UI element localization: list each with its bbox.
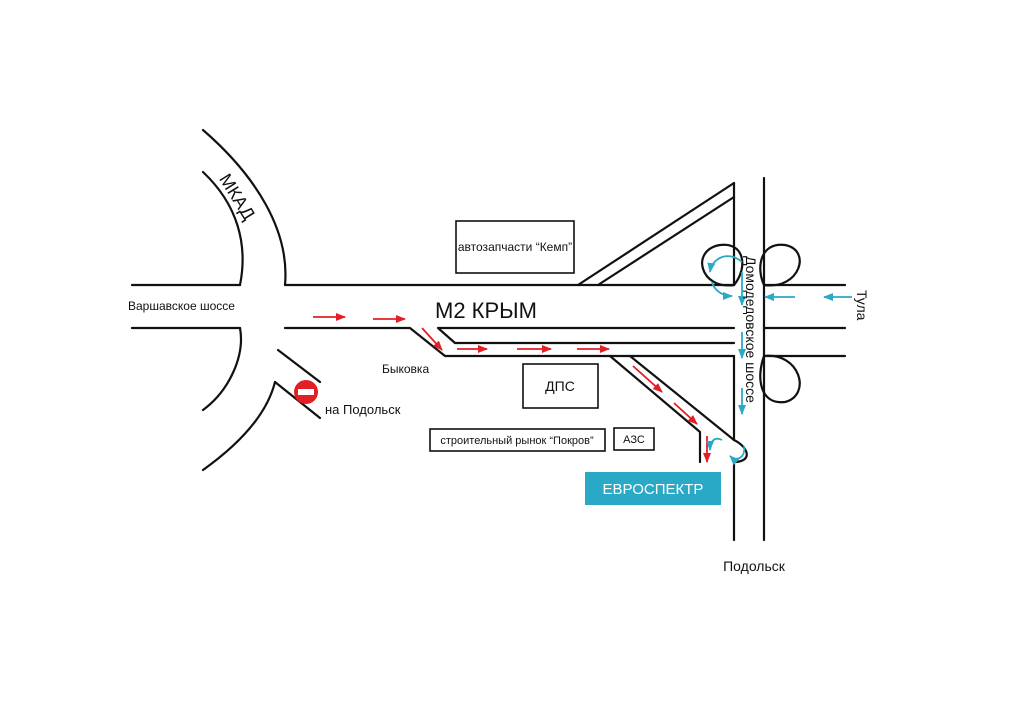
m2-label: М2 КРЫМ xyxy=(435,298,537,323)
landmark-dps: ДПС xyxy=(522,363,599,409)
route-arrow-alt xyxy=(711,281,733,300)
dps-label: ДПС xyxy=(545,378,575,394)
kemp-label: автозапчасти “Кемп” xyxy=(458,240,572,254)
pokrov-box xyxy=(429,428,606,452)
mkad-road-lower-outer xyxy=(201,380,277,472)
route-arrow xyxy=(673,402,698,425)
route-arrow xyxy=(421,327,443,351)
podolsk-exit-upper xyxy=(276,348,322,384)
route-arrow-alt xyxy=(707,255,743,273)
dps-box xyxy=(522,363,599,409)
clover-loop-lower-right xyxy=(759,354,801,404)
varshavskoe-label: Варшавское шоссе xyxy=(128,299,235,313)
azs-label: АЗС xyxy=(623,434,645,446)
azs-box xyxy=(613,427,655,451)
route-arrow xyxy=(632,365,663,393)
ramp-upper-inner xyxy=(596,195,736,287)
kemp-box xyxy=(455,220,575,274)
ramp-lower-inner xyxy=(628,354,736,442)
destination-label[interactable]: ЕВРОСПЕКТР xyxy=(603,481,704,498)
clover-loop-upper-left xyxy=(701,243,744,287)
road-network xyxy=(130,128,847,542)
landmark-azs: АЗС xyxy=(613,427,655,451)
bykovka-label: Быковка xyxy=(382,362,429,376)
mkad-label: МКАД xyxy=(215,170,259,223)
landmark-kemp: автозапчасти “Кемп” xyxy=(455,220,575,274)
landmark-pokrov: строительный рынок “Покров” xyxy=(429,428,606,452)
mkad-road-inner xyxy=(201,170,244,287)
clover-loop-upper-right xyxy=(759,243,801,287)
route-arrow-alt xyxy=(706,437,723,451)
ramp-upper-outer xyxy=(576,181,736,287)
domodedovskoe-label: Домодедовское шоссе xyxy=(743,256,759,403)
main-route xyxy=(313,313,711,463)
route-arrow-alt xyxy=(729,445,746,466)
alt-route xyxy=(706,255,852,466)
m2-lower-edge xyxy=(283,326,736,358)
mkad-road-lower-inner xyxy=(201,326,243,412)
tula-label: Тула xyxy=(854,290,870,321)
ramp-lower-outer xyxy=(608,354,702,464)
destination-evrospektr[interactable]: ЕВРОСПЕКТР xyxy=(585,472,721,505)
podolsk-label: Подольск xyxy=(723,558,786,574)
m2-median xyxy=(436,326,736,345)
pokrov-label: строительный рынок “Покров” xyxy=(440,435,594,447)
to-podolsk-label: на Подольск xyxy=(325,402,401,417)
no-entry-icon xyxy=(294,380,318,404)
mkad-road-outer xyxy=(201,128,287,287)
destination-box[interactable] xyxy=(585,472,721,505)
